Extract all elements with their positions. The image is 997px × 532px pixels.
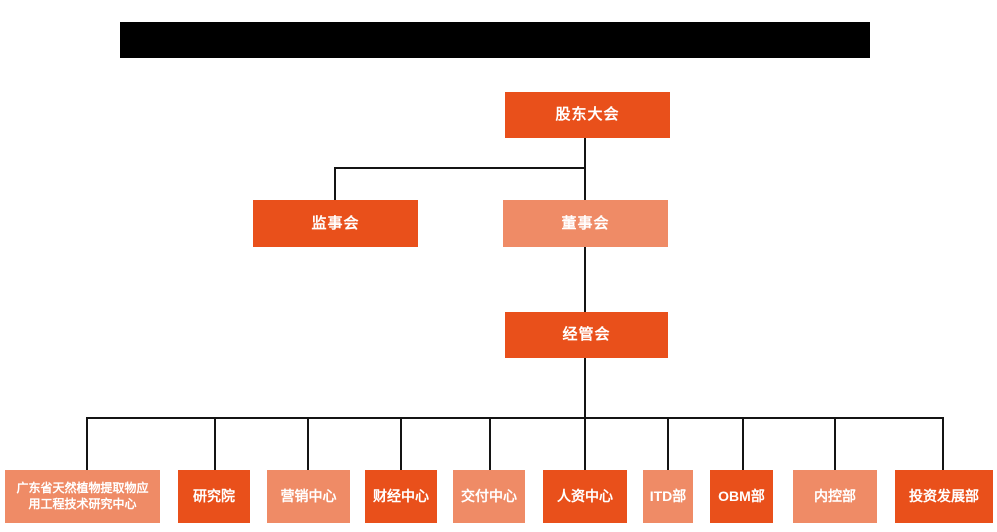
node-marketing-center: 营销中心 (267, 470, 350, 523)
connector-drop-finance (400, 417, 402, 470)
node-investment-dev-dept: 投资发展部 (895, 470, 993, 523)
node-shareholders-meeting: 股东大会 (505, 92, 670, 138)
connector-management-down (584, 358, 586, 470)
connector-drop-research (214, 417, 216, 470)
connector-bottom-bus (86, 417, 943, 419)
node-board-of-directors: 董事会 (503, 200, 668, 247)
node-finance-center: 财经中心 (365, 470, 437, 523)
connector-drop-internal-control (834, 417, 836, 470)
connector-drop-itd (667, 417, 669, 470)
node-management-committee: 经管会 (505, 312, 668, 358)
node-hr-center: 人资中心 (543, 470, 627, 523)
connector-drop-delivery (489, 417, 491, 470)
connector-directors-management (584, 247, 586, 312)
node-obm-department: OBM部 (710, 470, 773, 523)
connector-branch-horizontal (335, 167, 586, 169)
redacted-title-bar (120, 22, 870, 58)
connector-drop-investment (942, 417, 944, 470)
connector-shareholders-down (584, 138, 586, 200)
node-supervisory-board: 监事会 (253, 200, 418, 247)
connector-drop-obm (742, 417, 744, 470)
connector-supervisory-drop (334, 167, 336, 200)
node-gd-research-center: 广东省天然植物提取物应 用工程技术研究中心 (5, 470, 160, 523)
node-delivery-center: 交付中心 (453, 470, 525, 523)
node-research-institute: 研究院 (178, 470, 250, 523)
connector-drop-marketing (307, 417, 309, 470)
node-internal-control-dept: 内控部 (793, 470, 877, 523)
connector-drop-gd-center (86, 417, 88, 470)
node-itd-department: ITD部 (643, 470, 693, 523)
